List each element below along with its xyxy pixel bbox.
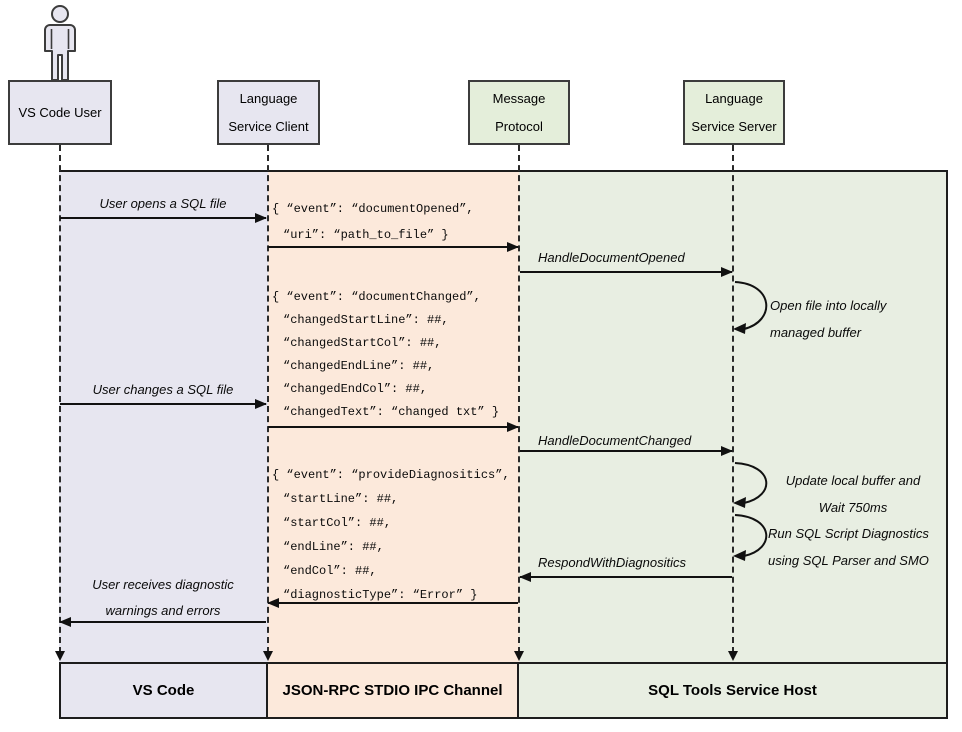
lifeline-end-arrow-icon	[263, 651, 273, 661]
arrow-user-opens-file	[60, 217, 266, 219]
note-run-sql-diagnostics: Run SQL Script Diagnostics using SQL Par…	[768, 526, 929, 568]
lifeline-vscode-user	[59, 145, 61, 653]
lane-vscode	[59, 172, 268, 664]
json-line: “startLine”: ##,	[283, 492, 399, 506]
json-line: “endLine”: ##,	[283, 540, 384, 554]
label-respond-with-diagnostics: RespondWithDiagnositics	[538, 555, 687, 570]
footer-cell-ipc-channel: JSON-RPC STDIO IPC Channel	[266, 662, 519, 719]
arrow-handle-document-opened	[520, 271, 732, 273]
json-line: “changedStartCol”: ##,	[283, 336, 442, 350]
json-line: “changedEndLine”: ##,	[283, 359, 435, 373]
message-document-changed: { “event”: “documentChanged”, “changedSt…	[272, 286, 499, 424]
label-user-opens-file: User opens a SQL file	[99, 196, 227, 211]
actor-label: VS Code User	[18, 104, 102, 120]
lane-ipc-channel	[268, 172, 519, 664]
actor-label: Language Service Client	[228, 90, 309, 134]
footer-cell-vscode: VS Code	[59, 662, 268, 719]
lifeline-end-arrow-icon	[55, 651, 65, 661]
arrow-user-receives-diagnostics	[60, 621, 266, 623]
lifeline-end-arrow-icon	[728, 651, 738, 661]
label-user-receives-diagnostics: User receives diagnostic warnings and er…	[92, 577, 234, 618]
footer-label: JSON-RPC STDIO IPC Channel	[282, 682, 503, 699]
actor-box-vscode-user: VS Code User	[8, 80, 112, 145]
lifeline-end-arrow-icon	[514, 651, 524, 661]
note-open-file-into-buffer: Open file into locally managed buffer	[770, 298, 887, 340]
arrow-respond-with-diagnostics	[520, 576, 732, 578]
person-icon	[44, 5, 76, 81]
note-update-buffer-wait: Update local buffer and Wait 750ms	[785, 473, 921, 515]
json-line: “startCol”: ##,	[283, 516, 392, 530]
lifeline-service-client	[267, 145, 269, 653]
label-user-changes-file: User changes a SQL file	[92, 382, 234, 397]
label-handle-document-opened: HandleDocumentOpened	[538, 250, 685, 265]
json-line: { “event”: “documentChanged”,	[272, 290, 481, 304]
json-line: “diagnosticType”: “Error” }	[283, 588, 478, 602]
arrow-protocol-returns-diagnostics	[268, 602, 518, 604]
actor-box-message-protocol: Message Protocol	[468, 80, 570, 145]
json-line: “changedStartLine”: ##,	[283, 313, 449, 327]
footer-label: SQL Tools Service Host	[648, 682, 817, 699]
message-provide-diagnostics: { “event”: “provideDiagnositics”, “start…	[272, 463, 510, 607]
message-document-opened: { “event”: “documentOpened”, “uri”: “pat…	[272, 196, 474, 248]
actor-label: Message Protocol	[492, 90, 546, 134]
label-handle-document-changed: HandleDocumentChanged	[538, 433, 692, 448]
arrow-client-sends-doc-opened	[268, 246, 518, 248]
actor-label: Language Service Server	[691, 90, 777, 134]
json-line: { “event”: “provideDiagnositics”,	[272, 468, 510, 482]
footer-lane-bar: VS Code JSON-RPC STDIO IPC Channel SQL T…	[59, 662, 948, 719]
json-line: “uri”: “path_to_file” }	[283, 228, 449, 242]
json-line: “changedEndCol”: ##,	[283, 382, 428, 396]
arrow-user-changes-file	[60, 403, 266, 405]
json-line: { “event”: “documentOpened”,	[272, 202, 474, 216]
actor-box-language-service-client: Language Service Client	[217, 80, 320, 145]
json-line: “endCol”: ##,	[283, 564, 377, 578]
lifeline-service-server	[732, 145, 734, 653]
arrow-handle-document-changed	[520, 450, 732, 452]
footer-cell-service-host: SQL Tools Service Host	[517, 662, 948, 719]
json-line: “changedText”: “changed txt” }	[283, 405, 500, 419]
actor-box-language-service-server: Language Service Server	[683, 80, 785, 145]
footer-label: VS Code	[132, 682, 195, 699]
arrow-client-sends-doc-changed	[268, 426, 518, 428]
lifeline-message-protocol	[518, 145, 520, 653]
